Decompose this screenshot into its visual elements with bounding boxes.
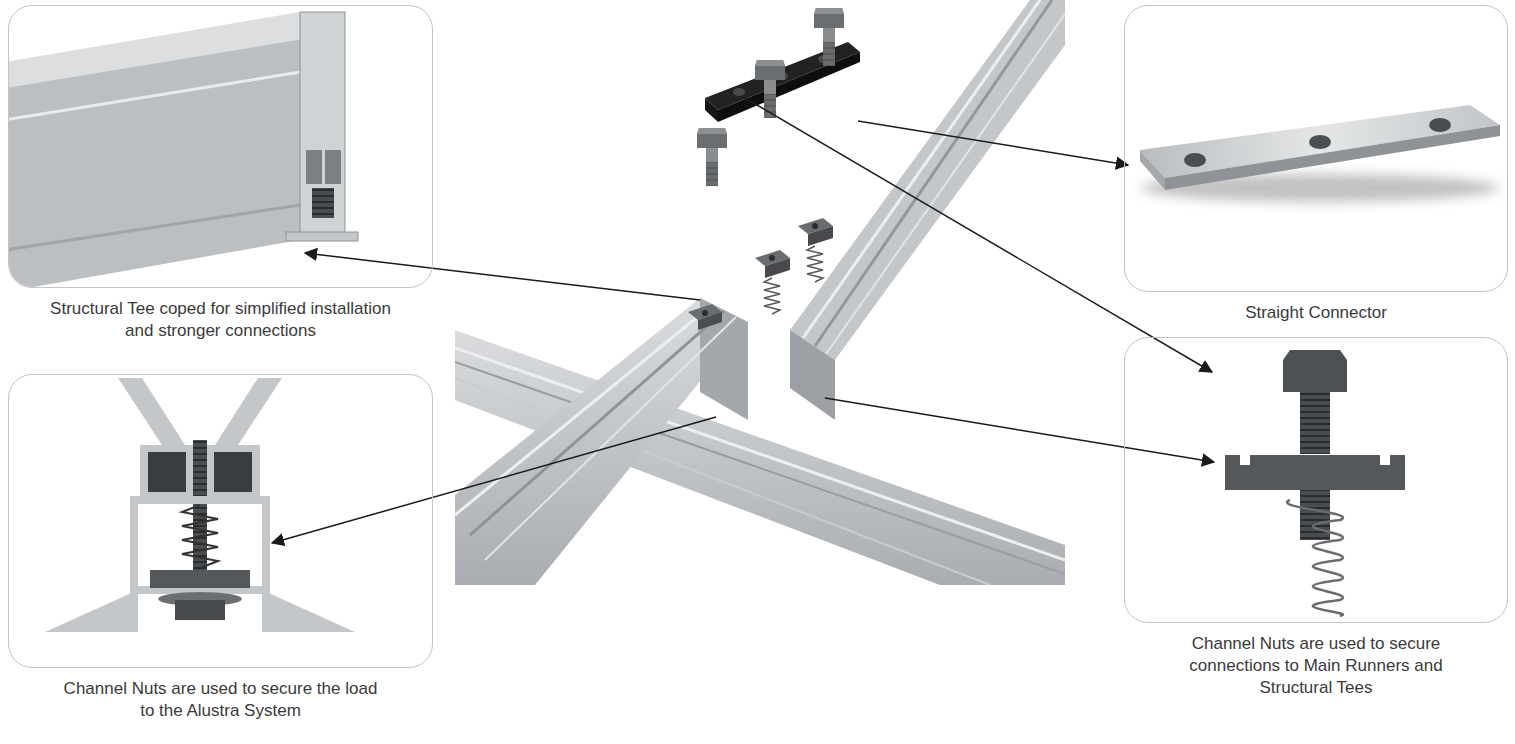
section-illustration (262, 590, 355, 632)
panel-frame (8, 374, 433, 668)
channel-nut-illustration (1240, 455, 1250, 465)
channel-nuts-exploded (755, 218, 833, 314)
channel-nut (702, 310, 708, 316)
callout-panel: Channel Nuts are used to secure connecti… (1124, 337, 1508, 699)
channel-nuts-exploded (807, 246, 823, 282)
channel-nut-illustration (1225, 350, 1405, 616)
callout-panel: Structural Tee coped for simplified inst… (8, 5, 433, 342)
bolts (814, 8, 844, 28)
leader-lines (272, 417, 716, 543)
bolts (755, 60, 785, 66)
section-illustration (182, 505, 218, 568)
straight-connector-illustration (1165, 125, 1500, 190)
tee-profile-illustration (286, 232, 358, 241)
bolts (706, 148, 718, 186)
channel-nuts-exploded (812, 223, 818, 229)
bolts (706, 162, 718, 186)
leader-lines (272, 98, 1214, 543)
straight-connector-illustration (1140, 105, 1500, 202)
bolts (697, 128, 727, 186)
structural-tee (470, 311, 724, 535)
main-runner (790, 0, 1065, 360)
straight-connector-illustration (1140, 150, 1165, 190)
channel-nut-illustration (1225, 455, 1405, 490)
structural-tee (485, 317, 736, 560)
panel-frame (1124, 337, 1508, 623)
section-illustration (134, 500, 266, 590)
leader-lines (745, 98, 1212, 372)
channel-nut-illustration (1380, 455, 1390, 465)
caption-text: Channel Nuts are used to secure the load… (63, 678, 378, 722)
splice-plate (705, 98, 718, 122)
main-runner (790, 330, 835, 420)
tee-profile-illustration (9, 205, 300, 250)
main-runner (790, 0, 1065, 420)
assembly-illustration (455, 0, 1065, 585)
tee-profile-illustration (9, 12, 358, 287)
straight-connector-illustration (1429, 118, 1451, 132)
callout-panel: Channel Nuts are used to secure the load… (8, 374, 433, 722)
bolts (697, 8, 844, 186)
bolts (814, 8, 844, 66)
tee-profile-illustration (306, 150, 322, 184)
section-illustration (45, 378, 355, 632)
bolts (755, 60, 785, 80)
section-illustration (150, 570, 250, 588)
channel-nut-illustration (1300, 392, 1330, 454)
tee-profile-illustration (9, 32, 345, 287)
splice-plate (705, 42, 860, 110)
channel-nuts-exploded (808, 226, 833, 246)
bolts (697, 128, 727, 148)
channel-nuts-exploded (765, 258, 790, 278)
channel-nuts-exploded (764, 278, 780, 314)
straight-connector-illustration (1184, 153, 1206, 167)
bolts (814, 8, 844, 14)
section-illustration (148, 452, 186, 492)
straight-connector-illustration (1309, 135, 1331, 149)
channel-nuts-exploded (769, 255, 775, 261)
channel-nut (688, 304, 722, 330)
bolts (823, 28, 835, 66)
leader-lines (825, 398, 1214, 462)
channel-nut-illustration (1283, 350, 1347, 392)
channel-nut-illustration (1287, 500, 1343, 616)
bolts (823, 42, 835, 66)
bolts (755, 60, 785, 118)
tee-profile-illustration (312, 188, 334, 218)
section-illustration (45, 590, 138, 632)
structural-tee (455, 305, 712, 515)
section-illustration (215, 378, 282, 445)
structural-tee (455, 298, 748, 585)
tee-profile-illustration (325, 150, 341, 184)
callout-panel: Straight Connector (1124, 5, 1508, 324)
leader-lines (305, 253, 700, 300)
caption-text: Straight Connector (1166, 302, 1466, 324)
panel-frame (1124, 5, 1508, 292)
section-illustration (118, 378, 185, 445)
caption-text: Channel Nuts are used to secure connecti… (1166, 633, 1466, 699)
section-illustration (214, 452, 252, 492)
splice-plate (705, 42, 860, 122)
leader-lines (858, 121, 1128, 165)
main-runner (826, 14, 1065, 354)
section-illustration (175, 600, 225, 620)
splice-plate (718, 52, 860, 122)
channel-nut-illustration (1300, 490, 1330, 540)
tee-profile-illustration (300, 12, 345, 238)
splice-plate (733, 88, 745, 96)
tee-profile-illustration (9, 72, 300, 120)
structural-tee (455, 298, 748, 585)
channel-nut (698, 312, 722, 330)
bolts (697, 128, 727, 134)
caption-text: Structural Tee coped for simplified inst… (46, 298, 396, 342)
panel-frame (8, 5, 433, 288)
